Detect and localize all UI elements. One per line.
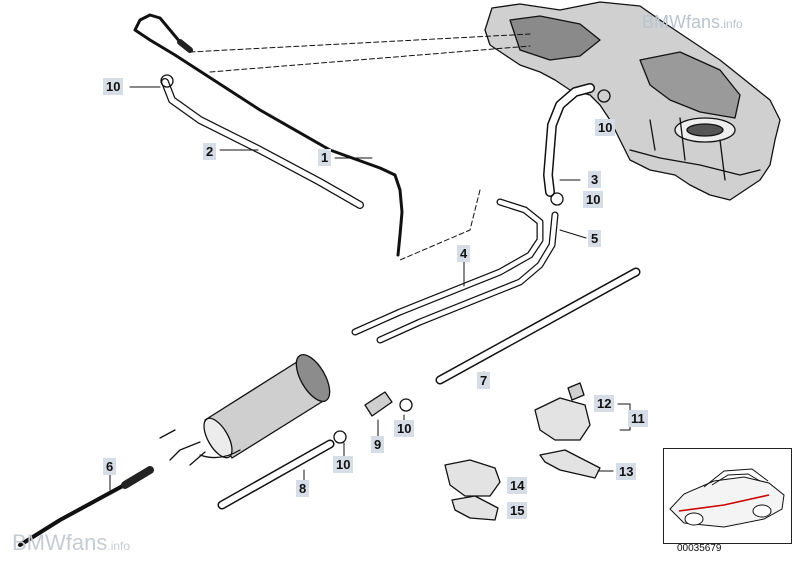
clip-15	[451, 495, 499, 521]
callout-6-part-label[interactable]: 10	[583, 191, 604, 208]
clamp-10-e	[333, 430, 347, 444]
callout-7-part-label[interactable]: 5	[588, 230, 602, 247]
callout-19-part-label[interactable]: 15	[507, 502, 528, 519]
watermark-bottom-suffix: .info	[107, 539, 131, 553]
watermark-top: BMWfans.info	[642, 12, 743, 33]
fuel-tank	[484, 1, 781, 201]
car-outline-icon	[669, 468, 785, 528]
callout-14-part-label[interactable]: 10	[333, 456, 354, 473]
sleeve-9	[364, 391, 393, 417]
callout-15-part-label[interactable]: 6	[103, 458, 117, 475]
callout-9-part-label[interactable]: 7	[477, 372, 491, 389]
vehicle-location-thumbnail	[663, 448, 792, 544]
fuel-filter	[159, 354, 331, 466]
callout-2-part-label[interactable]: 2	[203, 143, 217, 160]
document-number: 00035679	[677, 543, 722, 554]
clamp-10-d	[399, 398, 413, 412]
callout-13-part-label[interactable]: 9	[371, 436, 385, 453]
callout-5-part-label[interactable]: 3	[588, 171, 602, 188]
callout-3-part-label[interactable]: 1	[318, 149, 332, 166]
callout-17-part-label[interactable]: 13	[616, 463, 637, 480]
clip-12	[567, 382, 585, 401]
clip-13	[539, 449, 601, 479]
callout-10-part-label[interactable]: 12	[594, 395, 615, 412]
callout-18-part-label[interactable]: 14	[507, 477, 528, 494]
watermark-bottom-brand: BMWfans	[12, 530, 108, 555]
clip-11	[534, 397, 591, 441]
watermark-top-brand: BMWfans	[642, 12, 721, 32]
callout-11-part-label[interactable]: 11	[628, 410, 648, 427]
callout-1-part-label[interactable]: 10	[103, 78, 124, 95]
clip-14	[444, 459, 501, 497]
callout-8-part-label[interactable]: 4	[457, 245, 471, 262]
watermark-bottom: BMWfans.info	[12, 530, 130, 556]
callout-12-part-label[interactable]: 10	[394, 420, 415, 437]
clamp-10-a	[160, 74, 174, 88]
callout-16-part-label[interactable]: 8	[296, 480, 310, 497]
clamp-10-b	[597, 89, 611, 103]
clamp-10-c	[550, 192, 564, 206]
callout-4-part-label[interactable]: 10	[595, 119, 616, 136]
line-1	[133, 13, 404, 257]
watermark-top-suffix: .info	[720, 17, 743, 31]
